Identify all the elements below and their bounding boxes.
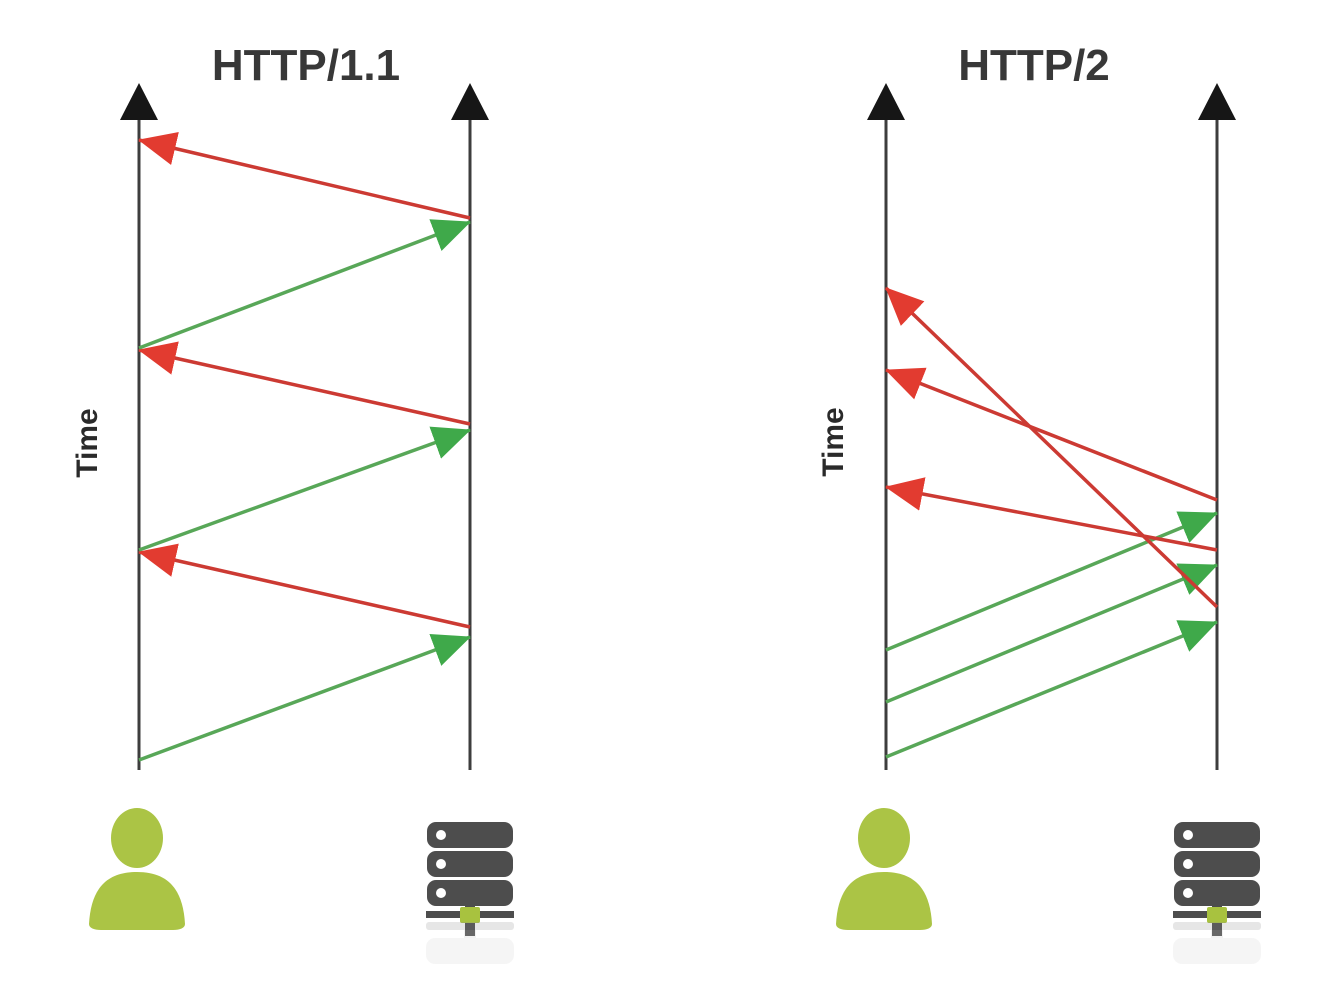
request-arrow [885,620,1218,759]
response-arrow [138,341,471,426]
request-arrow [138,426,471,552]
client-person-icon [836,808,932,930]
response-arrow [138,131,471,220]
response-arrow [884,286,1219,609]
server-timeline-arrowhead-icon [1198,83,1236,120]
request-arrow [138,219,471,350]
time-axis-label-right: Time [817,407,850,476]
request-arrow [885,511,1218,652]
client-timeline-arrowhead-icon [867,83,905,120]
messages-http11 [138,131,471,762]
client-person-icon [89,808,185,930]
time-axis-label-left: Time [71,408,104,477]
panel-title-http2: HTTP/2 [958,41,1110,90]
panel-http11: HTTP/1.1 Time [71,41,514,964]
server-rack-icon [426,822,514,964]
request-arrow [138,633,471,762]
client-timeline-arrowhead-icon [120,83,158,120]
request-arrow [885,563,1218,704]
panel-title-http11: HTTP/1.1 [212,41,400,90]
response-arrow [885,477,1218,552]
messages-http2 [884,286,1219,759]
server-rack-icon [1173,822,1261,964]
server-timeline-arrowhead-icon [451,83,489,120]
response-arrow [138,543,471,629]
panel-http2: HTTP/2 Time [817,41,1261,964]
response-arrow [885,367,1218,502]
